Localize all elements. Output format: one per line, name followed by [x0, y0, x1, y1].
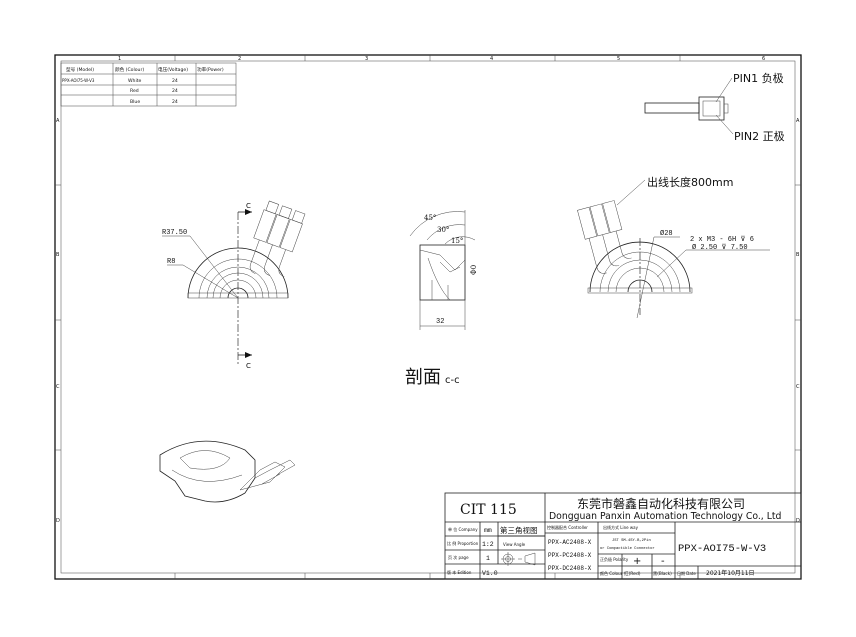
zone-row-a-right: A	[796, 118, 800, 124]
connector-view: PIN1 负极 PIN2 正极	[644, 71, 785, 143]
front-view: C C R37.50 R8	[162, 200, 306, 370]
spec-header-power: 功率(Power)	[197, 66, 224, 73]
drawing-code: CIT 115	[460, 502, 517, 518]
spec-voltage: 24	[172, 88, 178, 94]
dim-height: Φ0	[470, 265, 478, 275]
zone-col-3: 3	[365, 56, 368, 62]
zone-col-1: 1	[118, 56, 121, 62]
lineway-line1: JST SM-4SY-B,2Pin	[612, 538, 651, 543]
date-value: 2021年10月11日	[706, 569, 755, 577]
dim-r-inner: R8	[167, 258, 175, 266]
section-mark-top: C	[246, 202, 251, 210]
section-mark-bottom: C	[246, 362, 251, 370]
dim-width: 32	[436, 318, 444, 326]
part-number: PPX-AOI75-W-V3	[678, 543, 766, 555]
zone-row-b-right: B	[796, 252, 800, 258]
right-view: 出线长度800mm Ø28 2 x M3 - 6H ⊽ 6 Ø 2.50 ⊽ 7…	[577, 175, 770, 319]
spec-colour: Red	[130, 88, 139, 94]
colour-minus: 黑(Black)	[653, 571, 672, 577]
zone-row-d: D	[56, 518, 60, 524]
zone-row-a: A	[56, 118, 60, 124]
zone-markers	[55, 55, 801, 579]
spec-colour: Blue	[130, 99, 140, 105]
colour-plus: 红(Red)	[624, 570, 641, 577]
unit-value: mm	[484, 527, 492, 534]
zone-row-c: C	[56, 384, 60, 390]
pin2-label: PIN2 正极	[734, 129, 785, 143]
spec-model: PPX-AOI75-W-V3	[62, 78, 95, 83]
cable-length: 出线长度800mm	[647, 175, 733, 189]
edition-label: 版 本 Edition	[447, 569, 472, 575]
polarity-label: 正负极 Polarity	[600, 556, 629, 562]
dim-angle-30: 30°	[437, 226, 449, 234]
lineway-line2: or Compactible Connector	[600, 546, 655, 551]
spec-header-voltage: 电压(Voltage)	[158, 66, 188, 73]
view-angle-cn: 第三角视图	[500, 525, 538, 535]
spec-voltage: 24	[172, 78, 178, 84]
spec-colour: White	[128, 78, 142, 84]
colour-label: 颜色 Colour	[600, 570, 623, 576]
scale-value: 1:2	[482, 541, 494, 548]
drawing-frame	[54, 54, 802, 580]
controller-3: PPX-DC2408-X	[548, 565, 592, 572]
page-value: 1	[486, 555, 490, 562]
zone-col-2: 2	[238, 56, 241, 62]
spec-header-colour: 颜色 (Colour)	[115, 66, 144, 73]
dim-angle-15: 15°	[451, 237, 463, 245]
zone-row-b: B	[56, 252, 60, 258]
zone-row-c-right: C	[796, 384, 800, 390]
pin1-label: PIN1 负极	[733, 71, 784, 85]
unit-label: 单 位 Company	[448, 526, 478, 532]
hole-spec-line1: 2 x M3 - 6H ⊽ 6	[690, 235, 754, 244]
company-name-en: Dongguan Panxin Automation Technology Co…	[549, 511, 782, 522]
inner-frame	[60, 60, 796, 574]
dim-diameter: Ø28	[660, 229, 673, 238]
isometric-view	[159, 440, 296, 503]
scale-label: 比 例 Proportion	[447, 540, 479, 546]
zone-col-5: 5	[617, 56, 620, 62]
zone-col-6: 6	[762, 56, 765, 62]
controller-1: PPX-AC2408-X	[548, 539, 592, 546]
controller-label: 控制器配合 Controller	[547, 524, 588, 530]
zone-row-d-right: D	[796, 518, 800, 524]
company-name-cn: 东莞市磐鑫自动化科技有限公司	[577, 496, 745, 511]
spec-voltage: 24	[172, 99, 178, 105]
title-block: CIT 115 东莞市磐鑫自动化科技有限公司 Dongguan Panxin A…	[444, 492, 802, 580]
spec-table: 型号 (Model) 颜色 (Colour) 电压(Voltage) 功率(Po…	[60, 62, 237, 107]
hole-spec-line2: Ø 2.50 ⊽ 7.50	[692, 243, 748, 252]
dim-angle-45: 45°	[424, 214, 436, 222]
polarity-minus: -	[661, 556, 665, 567]
zone-col-4: 4	[490, 56, 493, 62]
controller-2: PPX-PC2408-X	[548, 552, 592, 559]
edition-value: V1.0	[482, 570, 498, 577]
spec-header-model: 型号 (Model)	[66, 66, 94, 73]
dim-r-outer: R37.50	[162, 229, 187, 237]
connector-cluster	[249, 200, 306, 277]
polarity-plus: +	[633, 556, 641, 567]
third-angle-projection-icon	[501, 552, 536, 566]
lineway-label: 出线方式 Line way	[603, 524, 639, 530]
date-label: 日期 Date	[677, 570, 696, 576]
view-angle-en: View Angle	[503, 542, 526, 547]
page-label: 页 次 page	[448, 554, 469, 560]
